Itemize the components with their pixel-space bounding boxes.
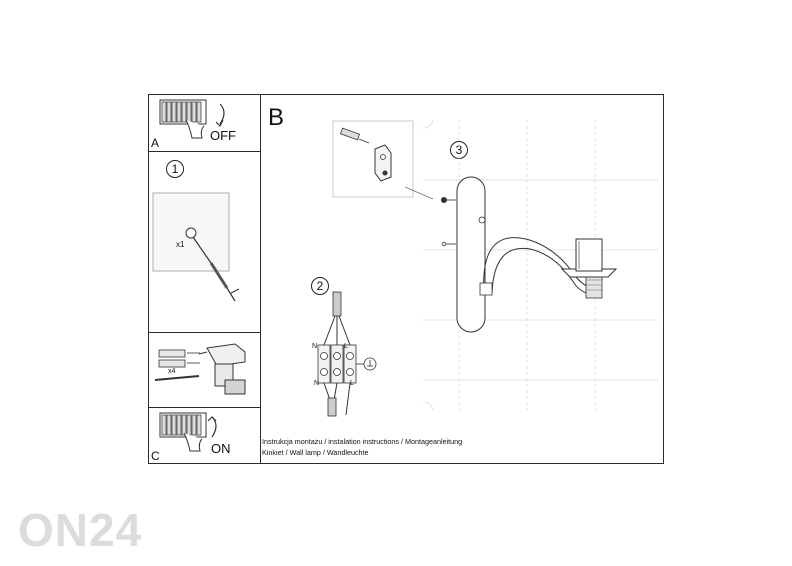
- step-1-marker: 1: [166, 160, 184, 178]
- panel-a-letter: A: [151, 136, 160, 150]
- caption-line-1: Instrukcja montażu / instalation instruc…: [262, 437, 463, 446]
- panel-b-letter: B: [268, 104, 285, 131]
- step-1-count: x1: [176, 240, 185, 249]
- wire-label-l-bottom: L: [350, 380, 354, 387]
- panel-c-letter: C: [151, 449, 160, 463]
- step-2-marker: 2: [311, 277, 329, 295]
- wire-label-n-bottom: N: [314, 380, 320, 387]
- panel-c-on-label: ON: [211, 441, 231, 456]
- on24-watermark-logo: ON24: [18, 504, 143, 556]
- wire-label-l-top: L: [344, 343, 348, 350]
- wiring-terminal-diagram: [317, 291, 377, 417]
- panel-c: [148, 407, 261, 464]
- fuse-box-on-icon: [159, 412, 217, 452]
- drill-and-dowels-icon: [154, 343, 246, 395]
- mounting-bracket-inset: [332, 120, 434, 200]
- caption-line-2: Kinkiet / Wall lamp / Wandleuchte: [262, 448, 369, 457]
- panel-a-off-label: OFF: [210, 128, 236, 143]
- wall-mark-diagram: [152, 192, 240, 302]
- wall-lamp-drawing: [441, 176, 618, 333]
- dowel-count: x4: [168, 368, 176, 375]
- fuse-box-off-icon: [159, 99, 225, 139]
- wire-label-n-top: N: [312, 343, 318, 350]
